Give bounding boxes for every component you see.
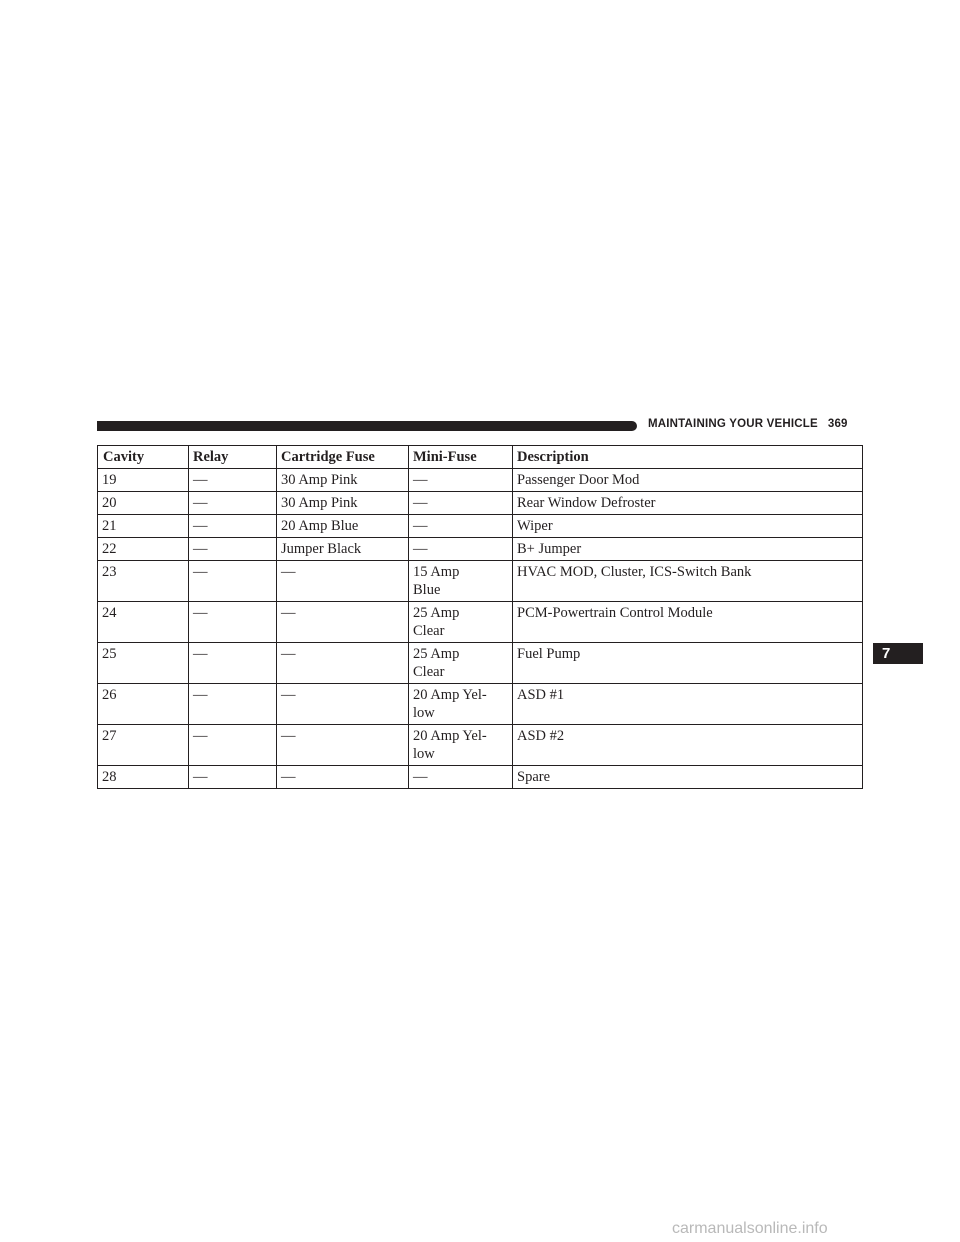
cell-description: ASD #1 [512,683,863,725]
cell-relay: — [188,765,277,789]
table-row: 21 — 20 Amp Blue — Wiper [97,514,863,538]
cell-cartridge-fuse: 30 Amp Pink [276,468,409,492]
header-cavity: Cavity [97,445,189,469]
cell-description: PCM-Powertrain Control Module [512,601,863,643]
cell-relay: — [188,560,277,602]
cell-description: Fuel Pump [512,642,863,684]
cell-description: Wiper [512,514,863,538]
fuse-table: Cavity Relay Cartridge Fuse Mini-Fuse De… [97,445,863,789]
cell-cavity: 20 [97,491,189,515]
cell-cavity: 23 [97,560,189,602]
table-row: 26 — — 20 Amp Yel- low ASD #1 [97,683,863,725]
table-row: 22 — Jumper Black — B+ Jumper [97,537,863,561]
cell-relay: — [188,468,277,492]
cell-cavity: 25 [97,642,189,684]
section-title: MAINTAINING YOUR VEHICLE [648,418,818,430]
cell-mini-fuse: — [408,537,513,561]
cell-relay: — [188,724,277,766]
cell-mini-fuse: 25 Amp Clear [408,601,513,643]
cell-description: Passenger Door Mod [512,468,863,492]
table-row: 19 — 30 Amp Pink — Passenger Door Mod [97,468,863,492]
cell-cartridge-fuse: 20 Amp Blue [276,514,409,538]
cell-relay: — [188,537,277,561]
page-number: 369 [827,418,848,430]
cell-cavity: 21 [97,514,189,538]
cell-cavity: 26 [97,683,189,725]
cell-cartridge-fuse: — [276,642,409,684]
cell-mini-fuse: 25 Amp Clear [408,642,513,684]
cell-mini-fuse: — [408,765,513,789]
running-header: MAINTAINING YOUR VEHICLE 369 [648,418,848,430]
cell-cartridge-fuse: — [276,601,409,643]
cell-description: Spare [512,765,863,789]
table-row: 24 — — 25 Amp Clear PCM-Powertrain Contr… [97,601,863,643]
cell-cartridge-fuse: — [276,765,409,789]
table-row: 25 — — 25 Amp Clear Fuel Pump [97,642,863,684]
cell-mini-fuse: 20 Amp Yel- low [408,724,513,766]
header-relay: Relay [188,445,277,469]
cell-cavity: 24 [97,601,189,643]
cell-cavity: 27 [97,724,189,766]
table-row: 27 — — 20 Amp Yel- low ASD #2 [97,724,863,766]
cell-relay: — [188,491,277,515]
cell-description: ASD #2 [512,724,863,766]
cell-relay: — [188,683,277,725]
cell-cavity: 28 [97,765,189,789]
cell-mini-fuse: 15 Amp Blue [408,560,513,602]
table-header-row: Cavity Relay Cartridge Fuse Mini-Fuse De… [97,445,863,469]
cell-relay: — [188,601,277,643]
cell-description: B+ Jumper [512,537,863,561]
cell-mini-fuse: — [408,468,513,492]
header-rule [97,421,637,431]
cell-cartridge-fuse: Jumper Black [276,537,409,561]
header-mini-fuse: Mini-Fuse [408,445,513,469]
cell-mini-fuse: — [408,514,513,538]
cell-cavity: 19 [97,468,189,492]
cell-cartridge-fuse: — [276,560,409,602]
cell-cartridge-fuse: — [276,724,409,766]
cell-description: HVAC MOD, Cluster, ICS-Switch Bank [512,560,863,602]
table-row: 20 — 30 Amp Pink — Rear Window Defroster [97,491,863,515]
table-row: 28 — — — Spare [97,765,863,789]
watermark: carmanualsonline.info [672,1220,828,1237]
chapter-tab: 7 [873,643,923,664]
cell-mini-fuse: 20 Amp Yel- low [408,683,513,725]
cell-cavity: 22 [97,537,189,561]
header-cartridge-fuse: Cartridge Fuse [276,445,409,469]
header-description: Description [512,445,863,469]
cell-relay: — [188,642,277,684]
cell-mini-fuse: — [408,491,513,515]
cell-description: Rear Window Defroster [512,491,863,515]
cell-cartridge-fuse: — [276,683,409,725]
cell-relay: — [188,514,277,538]
cell-cartridge-fuse: 30 Amp Pink [276,491,409,515]
table-row: 23 — — 15 Amp Blue HVAC MOD, Cluster, IC… [97,560,863,602]
